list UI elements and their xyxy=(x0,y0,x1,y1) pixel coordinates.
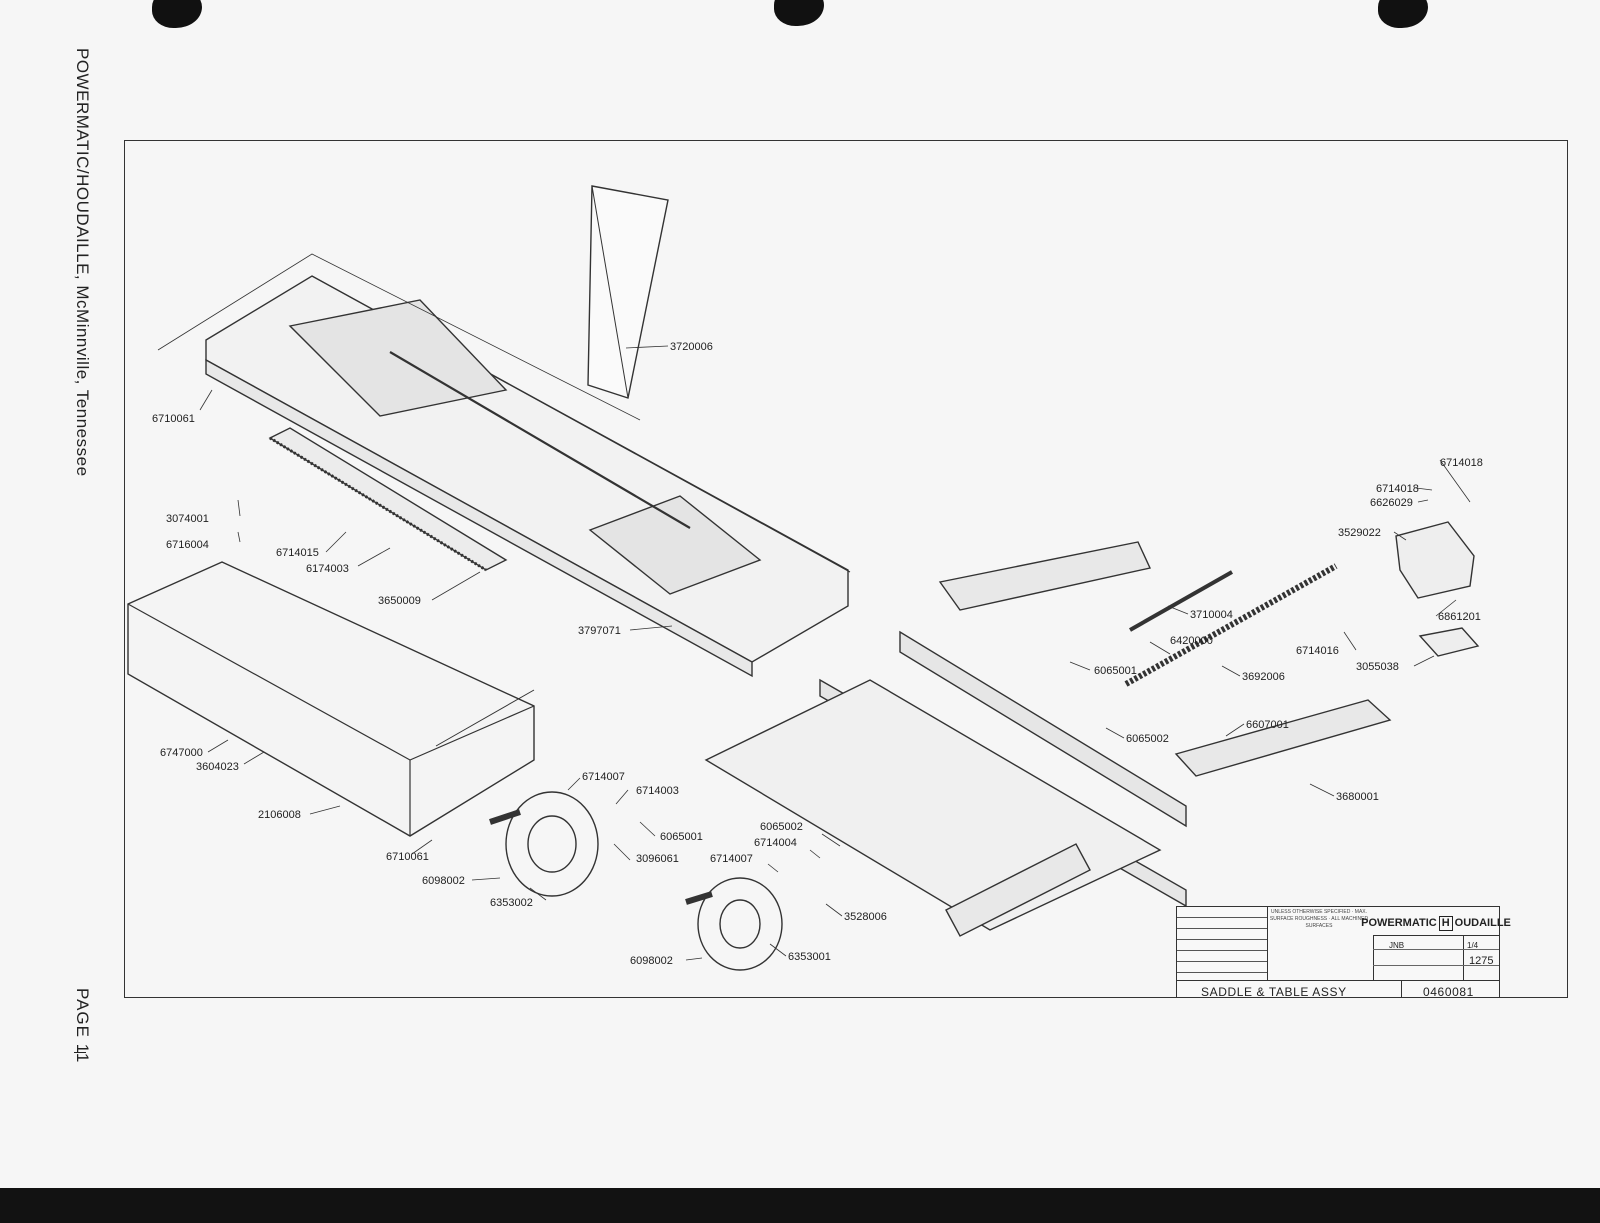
revision-grid xyxy=(1177,907,1268,980)
scale-value: 1/4 xyxy=(1467,941,1479,950)
drawn-by: JNB xyxy=(1389,941,1405,950)
callout-label: 6065002 xyxy=(1126,733,1169,745)
manufacturer-line: POWERMATIC/HOUDAILLE, McMinnville, Tenne… xyxy=(73,48,92,477)
callout-label: 3720006 xyxy=(670,341,713,353)
description-row xyxy=(1177,980,1499,999)
callout-label: 6714007 xyxy=(710,853,753,865)
callout-label: 6714007 xyxy=(582,771,625,783)
callout-label: 6353002 xyxy=(490,897,533,909)
callout-label: 3528006 xyxy=(844,911,887,923)
callout-label: 6626029 xyxy=(1370,497,1413,509)
callout-label: 3680001 xyxy=(1336,791,1379,803)
callout-label: 6098002 xyxy=(630,955,673,967)
brand-logo: POWERMATIC H OUDAILLE xyxy=(1361,911,1511,936)
callout-label: 6710061 xyxy=(386,851,429,863)
callout-label: 6714003 xyxy=(636,785,679,797)
callout-label: 6353001 xyxy=(788,951,831,963)
part-divider xyxy=(1401,980,1402,998)
callout-label: 3074001 xyxy=(166,513,209,525)
side-cover xyxy=(127,561,535,837)
callout-label: 6747000 xyxy=(160,747,203,759)
callout-label: 6714015 xyxy=(276,547,319,559)
callout-label: 6714016 xyxy=(1296,645,1339,657)
page-label: PAGE 11 xyxy=(73,988,92,1064)
callout-label: 3710004 xyxy=(1190,609,1233,621)
callout-label: 6174003 xyxy=(306,563,349,575)
callout-label: 3529022 xyxy=(1338,527,1381,539)
callout-label: 6420000 xyxy=(1170,635,1213,647)
callout-label: 6714018 xyxy=(1376,483,1419,495)
drawing-frame xyxy=(124,140,1568,998)
sidebar-rule-bottom xyxy=(74,1052,86,1053)
cover-plate xyxy=(587,185,669,399)
callout-label: 3692006 xyxy=(1242,671,1285,683)
callout-label: 3604023 xyxy=(196,761,239,773)
drawing-description: SADDLE & TABLE ASSY xyxy=(1201,985,1347,999)
bearing-block xyxy=(1395,521,1475,599)
handwheel-right xyxy=(697,877,783,971)
callout-label: 3055038 xyxy=(1356,661,1399,673)
callout-label: 6607001 xyxy=(1246,719,1289,731)
houdaille-h-icon: H xyxy=(1438,915,1453,931)
callout-label: 6714018 xyxy=(1440,457,1483,469)
title-block: UNLESS OTHERWISE SPECIFIED · MAX. SURFAC… xyxy=(1176,906,1511,999)
callout-label: 6710061 xyxy=(152,413,195,425)
callout-label: 6716004 xyxy=(166,539,209,551)
handwheel-left xyxy=(505,791,599,897)
callout-label: 6714004 xyxy=(754,837,797,849)
callout-label: 6861201 xyxy=(1438,611,1481,623)
brand-right: OUDAILLE xyxy=(1454,917,1511,929)
part-number: 0460081 xyxy=(1423,985,1474,999)
info-cells xyxy=(1373,935,1499,980)
title-block-notes: UNLESS OTHERWISE SPECIFIED · MAX. SURFAC… xyxy=(1269,909,1369,929)
mount-plate xyxy=(1418,627,1480,657)
lead-screw xyxy=(1124,563,1338,687)
callout-label: 6065002 xyxy=(760,821,803,833)
callout-label: 6065001 xyxy=(1094,665,1137,677)
callout-label: 6065001 xyxy=(660,831,703,843)
brand-left: POWERMATIC xyxy=(1361,917,1437,929)
callout-label: 2106008 xyxy=(258,809,301,821)
callout-label: 3650009 xyxy=(378,595,421,607)
model-number: 1275 xyxy=(1469,955,1494,967)
callout-label: 3797071 xyxy=(578,625,621,637)
callout-label: 3096061 xyxy=(636,853,679,865)
callout-label: 6098002 xyxy=(422,875,465,887)
scanner-bottom-band xyxy=(0,1188,1600,1223)
